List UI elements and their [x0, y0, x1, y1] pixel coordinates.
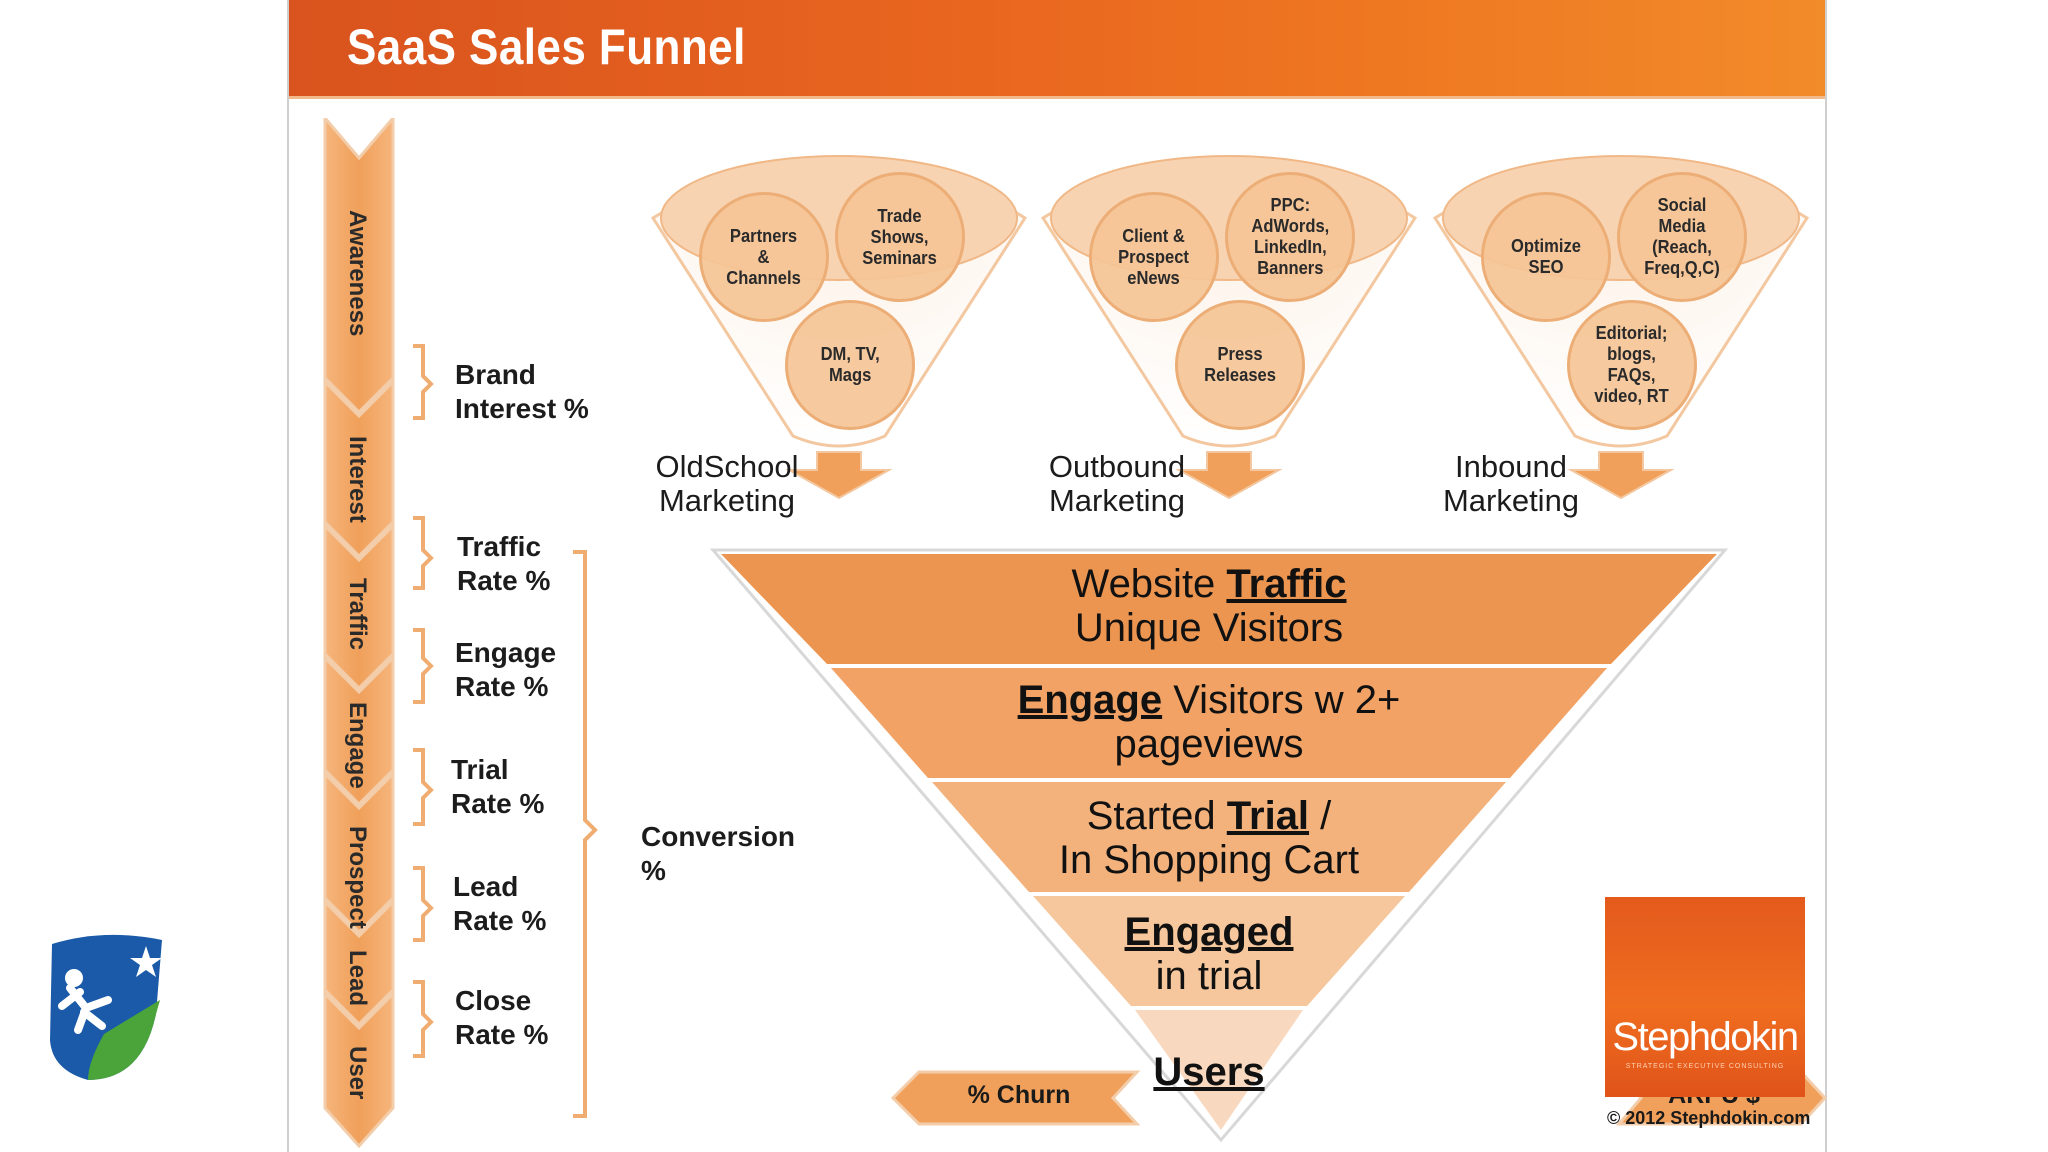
circle-ppc: PPC: AdWords, LinkedIn, Banners [1225, 172, 1355, 302]
circle-optimize-seo: Optimize SEO [1481, 192, 1611, 322]
stage-awareness: Awareness [344, 210, 371, 337]
rate-brackets [413, 344, 598, 1118]
bracket-brand [413, 344, 434, 420]
funnel-tier-trial [932, 782, 1506, 892]
main-funnel [709, 548, 1729, 1143]
title-underline [289, 96, 1825, 99]
stephdokin-logo: Stephdokin STRATEGIC EXECUTIVE CONSULTIN… [1605, 897, 1805, 1097]
stage-chevron [323, 118, 395, 415]
circle-press-releases: Press Releases [1175, 300, 1305, 430]
logo-tagline: STRATEGIC EXECUTIVE CONSULTING [1625, 1063, 1785, 1070]
churn-tag: % Churn [967, 1081, 1071, 1109]
tier-users-text: Users [1153, 1050, 1265, 1094]
logo-name: Stephdokin [1612, 1015, 1799, 1059]
circle-trade-shows: Trade Shows, Seminars [835, 172, 965, 302]
circle-editorial: Editorial; blogs, FAQs, video, RT [1567, 300, 1697, 430]
circle-client-prospect-enews: Client & Prospect eNews [1089, 192, 1219, 322]
stage-user: User [344, 1046, 371, 1100]
bracket-trial [413, 748, 434, 826]
bracket-close [413, 980, 434, 1058]
slide-title: SaaS Sales Funnel [347, 19, 746, 75]
stage-chevron [323, 770, 395, 935]
stage-interest: Interest [344, 436, 371, 523]
stage-chevron [323, 898, 395, 1027]
rate-lead: Lead Rate % [453, 871, 547, 936]
circle-dm-tv-mags: DM, TV, Mags [785, 300, 915, 430]
bracket-engage [413, 628, 434, 704]
stage-chevron [323, 378, 395, 559]
channel-inbound-label: Inbound Marketing [1442, 449, 1580, 518]
down-arrow-icon [1567, 451, 1675, 500]
slide: SaaS Sales Funnel Awareness Interest Tra… [287, 0, 1828, 1152]
stage-lead: Lead [344, 950, 371, 1007]
down-arrow-icon [785, 451, 893, 500]
churn-tag-shape [890, 1070, 1141, 1126]
rate-close: Close Rate % [455, 985, 549, 1050]
rate-brand-interest: Brand Interest % [455, 359, 589, 424]
tier-engage-text: Engage Visitors w 2+pageviews [1017, 678, 1401, 766]
circle-social-media: Social Media (Reach, Freq,Q,C) [1617, 172, 1747, 302]
stage-arrow [323, 118, 395, 1148]
stage-prospect: Prospect [344, 826, 371, 929]
channel-oldschool-label: OldSchool Marketing [655, 449, 799, 518]
conversion-rate: Conversion % [641, 821, 796, 886]
runner-emblem-icon [50, 934, 162, 1080]
channel-outbound-label: Outbound Marketing [1048, 449, 1186, 518]
rate-engage: Engage Rate % [455, 637, 557, 702]
bracket-lead [413, 866, 434, 942]
copyright: © 2012 Stephdokin.com [1607, 1108, 1811, 1128]
down-arrow-icon [1175, 451, 1283, 500]
stage-traffic: Traffic [344, 578, 371, 651]
rate-traffic: Traffic Rate % [457, 531, 551, 596]
funnel-tier-traffic [721, 554, 1717, 664]
stage-engage: Engage [344, 702, 371, 789]
circle-partners-channels: Partners & Channels [699, 192, 829, 322]
rate-trial: Trial Rate % [451, 754, 545, 819]
title-bar: SaaS Sales Funnel [289, 0, 1825, 96]
funnel-tier-engaged [1033, 896, 1405, 1006]
stage-chevron [323, 522, 395, 691]
funnel-tier-users [1135, 1010, 1303, 1130]
stage-chevron [323, 990, 395, 1148]
bracket-traffic [413, 516, 434, 590]
funnel-tier-engage [831, 668, 1607, 778]
stage-chevron [323, 654, 395, 807]
tier-trial-text: Started Trial /In Shopping Cart [1058, 794, 1360, 882]
bracket-conversion [573, 550, 598, 1118]
